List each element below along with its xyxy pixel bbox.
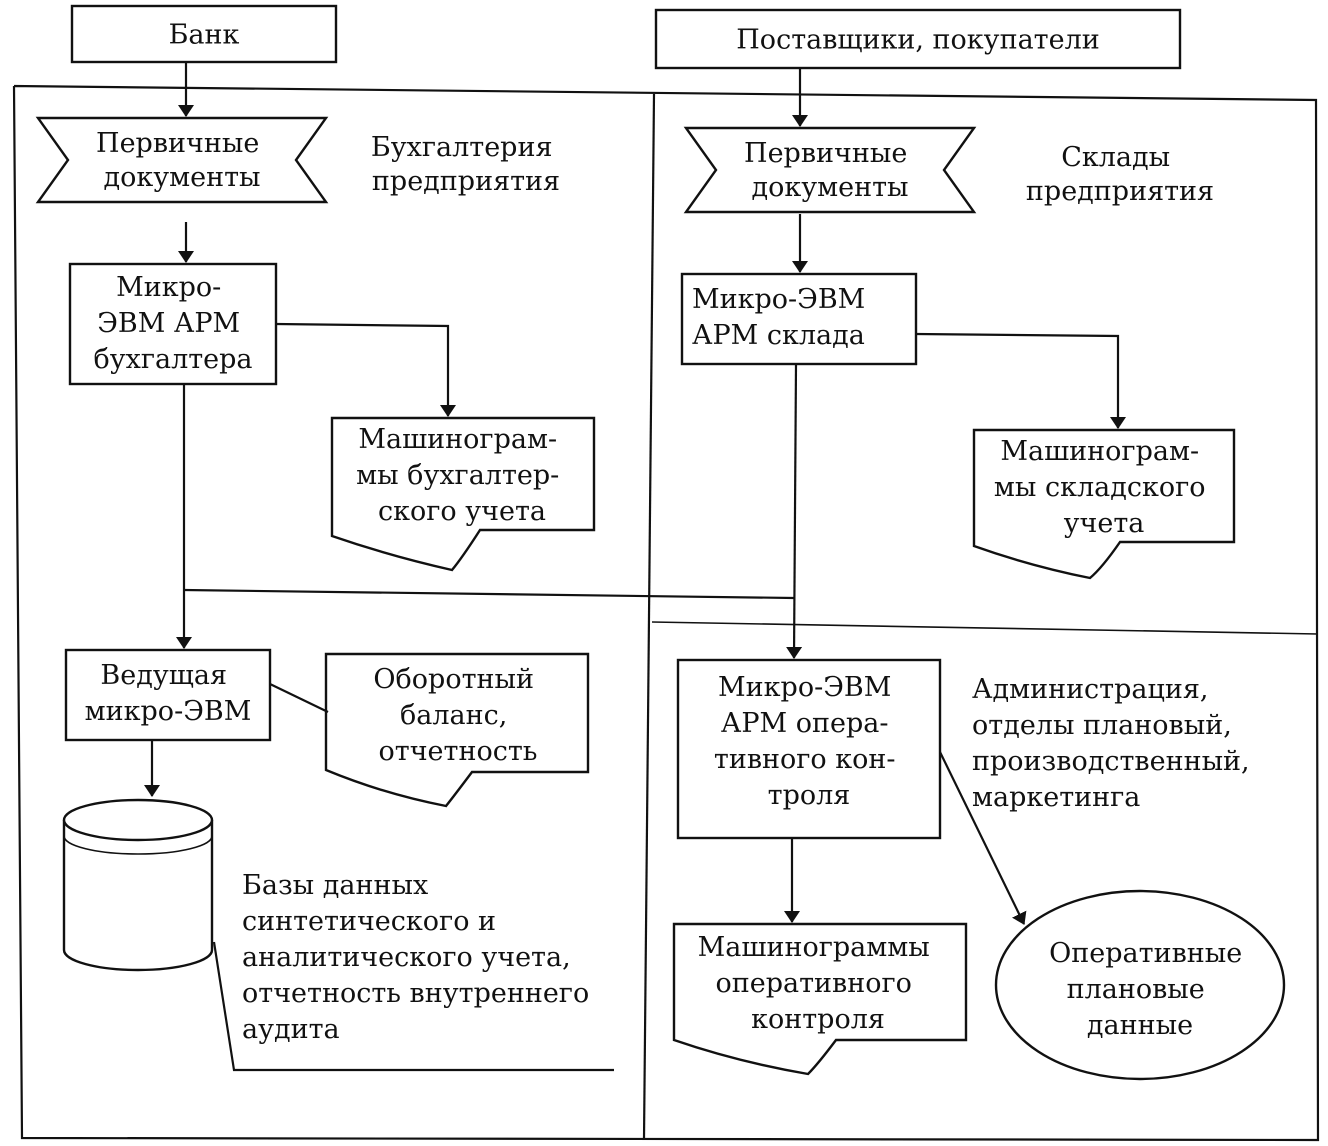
arm-accountant-label: Микро- ЭВМ АРМ бухгалтера bbox=[93, 272, 252, 375]
operational-plans-ellipse bbox=[994, 889, 1286, 1081]
arrow-warehouse-to-operational bbox=[786, 363, 803, 659]
lead-micro-label: Ведущая микро-ЭВМ bbox=[85, 660, 252, 727]
printouts-operational-label: Машинограммы оперативного контроля bbox=[698, 932, 939, 1035]
printouts-warehouse-shape bbox=[972, 428, 1236, 580]
primary-docs-right-label: Первичные документы bbox=[744, 138, 916, 203]
lead-micro-box bbox=[64, 648, 272, 742]
outer-frame bbox=[12, 84, 1320, 1142]
turnover-balance-label: Оборотный баланс, отчетность bbox=[373, 664, 542, 767]
printouts-operational-shape bbox=[672, 922, 968, 1076]
arm-warehouse-label: Микро-ЭВМ АРМ склада bbox=[692, 284, 874, 351]
primary-docs-right-shape bbox=[683, 126, 977, 214]
arm-operational-box bbox=[676, 658, 942, 840]
primary-docs-left-shape bbox=[35, 116, 329, 204]
turnover-balance-shape bbox=[324, 652, 590, 808]
primary-docs-left-label: Первичные документы bbox=[96, 128, 268, 193]
divider-vertical bbox=[642, 93, 656, 1140]
divider-horizontal-right bbox=[651, 621, 1319, 635]
department-frames bbox=[12, 84, 1320, 1142]
suppliers-box bbox=[654, 8, 1182, 70]
arrow-operational-to-plans bbox=[939, 751, 1027, 925]
databases-bracket bbox=[212, 941, 614, 1072]
printouts-accounting-label: Машинограм- мы бухгалтер- ского учета bbox=[356, 424, 568, 527]
operational-plans-label: Оперативные плановые данные bbox=[1049, 938, 1251, 1041]
printouts-warehouse-label: Машинограм- мы складского учета bbox=[994, 436, 1214, 539]
arm-accountant-box bbox=[68, 262, 278, 386]
printouts-accounting-shape bbox=[330, 416, 596, 572]
arrow-warehouse-to-printouts bbox=[915, 332, 1126, 429]
bank-box bbox=[70, 4, 338, 64]
arm-warehouse-box bbox=[680, 272, 918, 366]
database-cylinder bbox=[62, 798, 214, 972]
suppliers-label: Поставщики, покупатели bbox=[736, 25, 1099, 56]
bank-label: Банк bbox=[169, 20, 240, 51]
warehouses-caption: Склады предприятия bbox=[1026, 142, 1214, 207]
arm-operational-label: Микро-ЭВМ АРМ опера- тивного кон- троля bbox=[714, 672, 904, 811]
administration-caption: Администрация, отделы плановый, производ… bbox=[972, 674, 1258, 813]
databases-caption: Базы данных синтетического и аналитическ… bbox=[242, 870, 598, 1045]
link-accountant-to-operational bbox=[183, 588, 795, 600]
link-lead-to-turnover bbox=[269, 683, 329, 713]
arrow-accountant-to-printouts bbox=[275, 322, 456, 417]
accounting-dept-caption: Бухгалтерия предприятия bbox=[371, 132, 561, 197]
connectors bbox=[144, 62, 1126, 925]
